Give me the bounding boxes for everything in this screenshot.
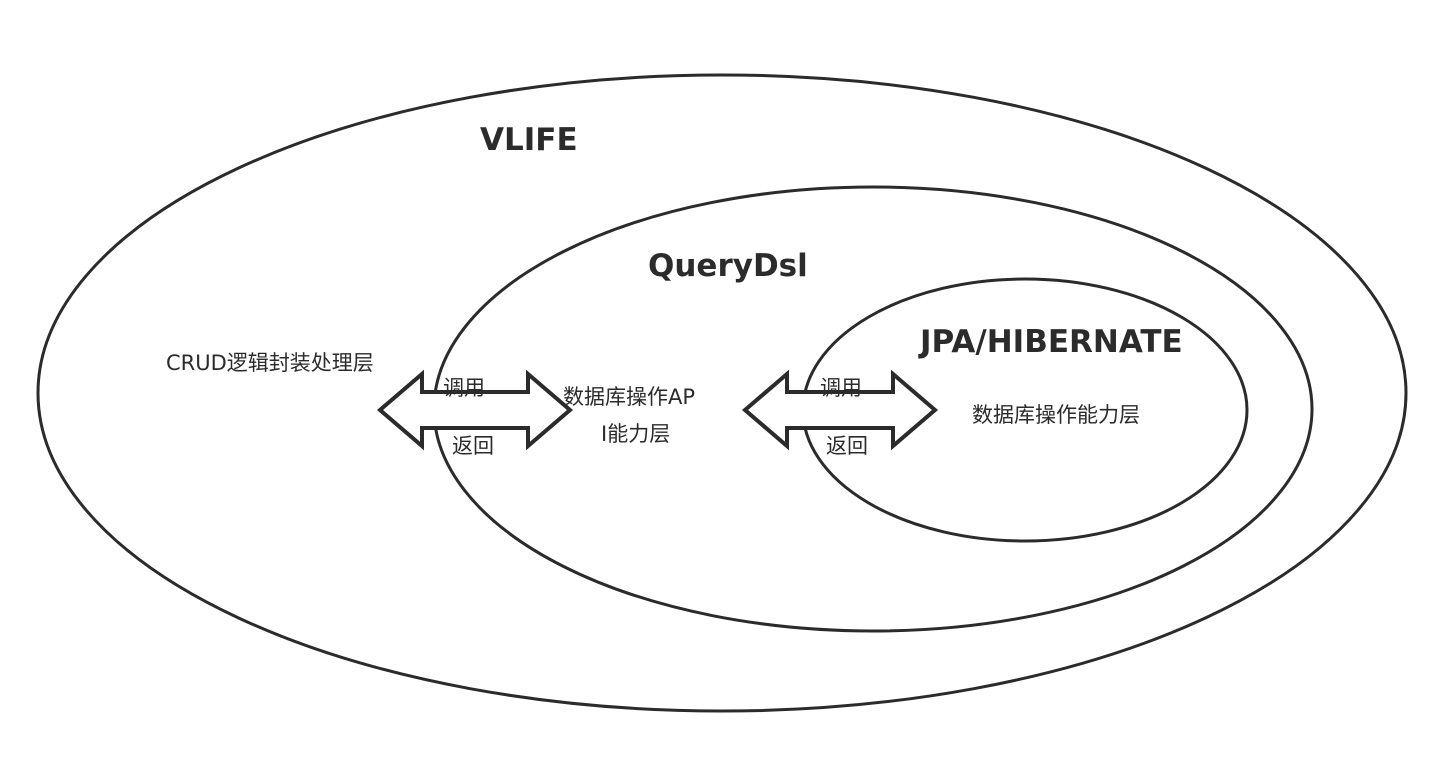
call-label: 调用 [820, 376, 862, 400]
querydsl-description-line2: I能力层 [601, 422, 670, 446]
querydsl-title: QueryDsl [648, 248, 808, 284]
return-label: 返回 [452, 434, 494, 458]
vlife-title: VLIFE [480, 122, 578, 158]
jpa-hibernate-title: JPA/HIBERNATE [918, 324, 1183, 360]
call-label: 调用 [443, 376, 485, 400]
double-arrow-icon [376, 369, 574, 451]
return-label: 返回 [826, 434, 868, 458]
jpa-hibernate-description: 数据库操作能力层 [972, 403, 1140, 427]
vlife-description: CRUD逻辑封装处理层 [166, 351, 374, 375]
vlife-layer-ellipse [36, 73, 1408, 713]
querydsl-description-line1: 数据库操作AP [563, 385, 695, 409]
double-arrow-icon [741, 369, 939, 451]
